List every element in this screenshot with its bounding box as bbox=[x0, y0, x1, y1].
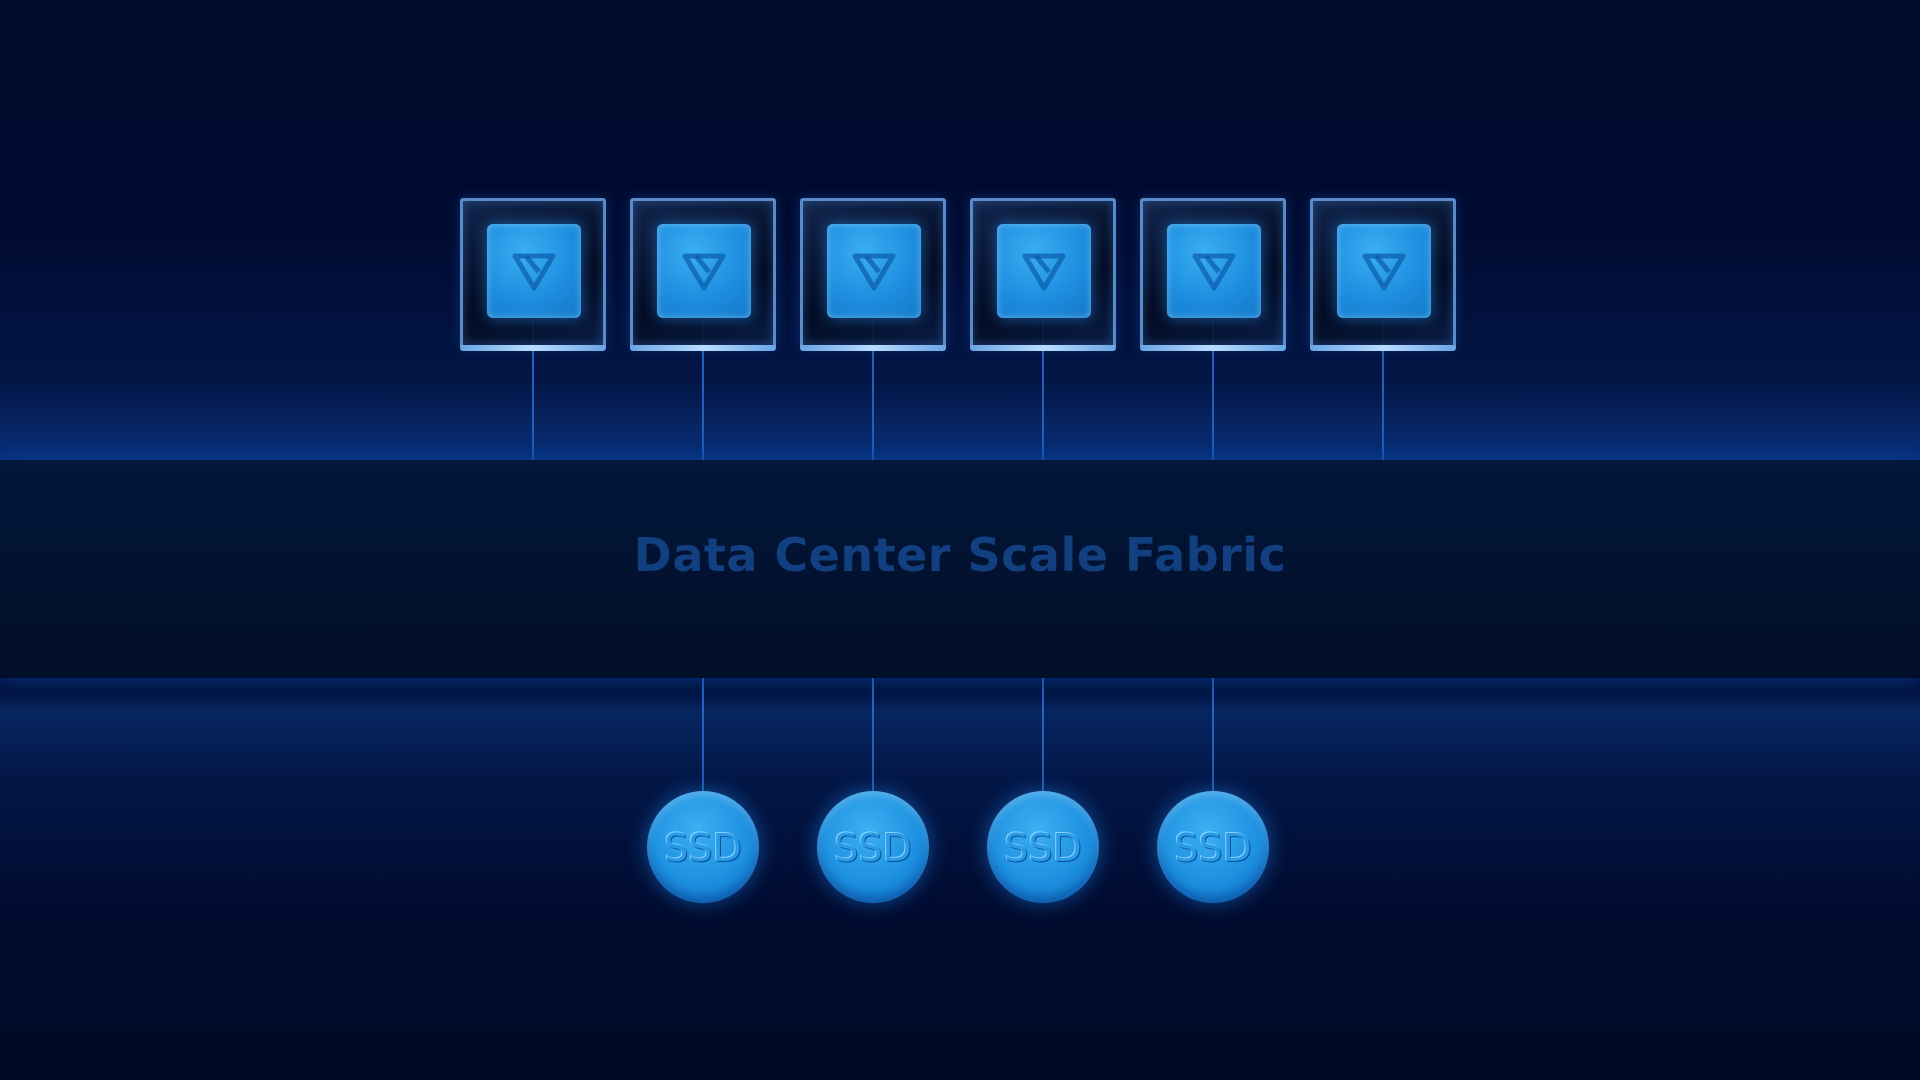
compute-chip bbox=[1337, 224, 1431, 318]
triangle-logo-icon bbox=[852, 253, 896, 291]
compute-node bbox=[460, 198, 606, 351]
triangle-logo-icon bbox=[512, 253, 556, 291]
ssd-connector bbox=[702, 676, 704, 794]
triangle-logo-icon bbox=[682, 253, 726, 291]
ssd-node: SSD bbox=[817, 791, 929, 903]
compute-node bbox=[800, 198, 946, 351]
triangle-logo-icon bbox=[1362, 253, 1406, 291]
node-connector bbox=[872, 320, 874, 462]
ssd-label: SSD bbox=[1004, 826, 1082, 870]
compute-node bbox=[1310, 198, 1456, 351]
node-connector bbox=[1212, 320, 1214, 462]
ssd-connector bbox=[872, 676, 874, 794]
compute-chip bbox=[487, 224, 581, 318]
ssd-label: SSD bbox=[664, 826, 742, 870]
triangle-logo-icon bbox=[1192, 253, 1236, 291]
node-connector bbox=[702, 320, 704, 462]
compute-chip bbox=[1167, 224, 1261, 318]
ssd-node: SSD bbox=[1157, 791, 1269, 903]
compute-chip bbox=[827, 224, 921, 318]
compute-chip bbox=[657, 224, 751, 318]
fabric-label: Data Center Scale Fabric bbox=[633, 528, 1287, 582]
compute-node bbox=[970, 198, 1116, 351]
node-connector bbox=[532, 320, 534, 462]
ssd-connector bbox=[1212, 676, 1214, 794]
node-connector bbox=[1382, 320, 1384, 462]
ssd-node: SSD bbox=[647, 791, 759, 903]
ssd-label: SSD bbox=[834, 826, 912, 870]
compute-node bbox=[630, 198, 776, 351]
ssd-node: SSD bbox=[987, 791, 1099, 903]
compute-node bbox=[1140, 198, 1286, 351]
ssd-connector bbox=[1042, 676, 1044, 794]
fabric-band bbox=[0, 460, 1920, 678]
compute-chip bbox=[997, 224, 1091, 318]
ssd-label: SSD bbox=[1174, 826, 1252, 870]
triangle-logo-icon bbox=[1022, 253, 1066, 291]
node-connector bbox=[1042, 320, 1044, 462]
fabric-top-glow bbox=[0, 380, 1920, 460]
